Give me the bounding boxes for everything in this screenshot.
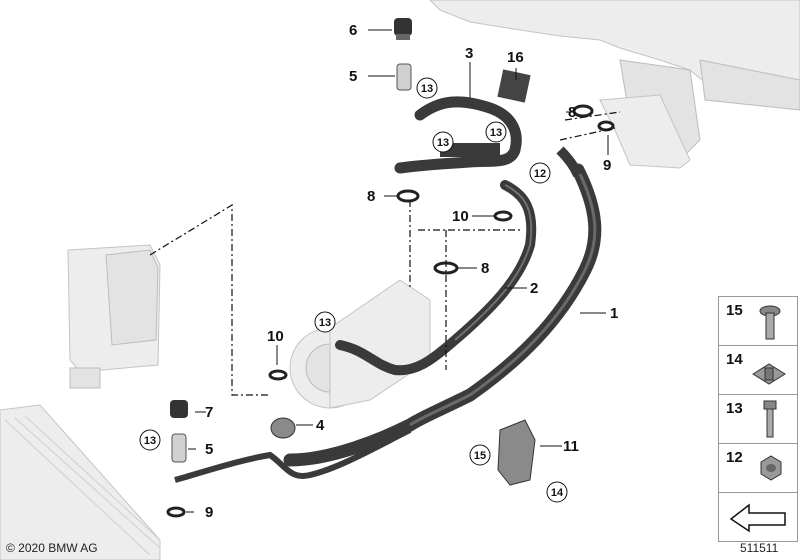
callout-10b: 10	[452, 208, 469, 225]
legend-cell-13: 13	[718, 394, 798, 444]
legend-label: 14	[726, 351, 743, 368]
callout-9a: 9	[603, 157, 611, 174]
hose-2	[335, 180, 537, 376]
ghost-condenser	[0, 404, 161, 560]
bolt-icon	[763, 400, 777, 438]
legend-cell-15: 15	[718, 296, 798, 346]
callout-10a: 10	[267, 328, 284, 345]
svg-text:14: 14	[551, 487, 564, 499]
circle-callout-13e: 13	[139, 429, 161, 451]
o-rings	[166, 104, 615, 518]
svg-text:13: 13	[144, 435, 156, 447]
copyright: © 2020 BMW AG	[6, 541, 98, 555]
callout-4: 4	[316, 417, 325, 434]
legend-label: 15	[726, 302, 743, 319]
callout-7: 7	[205, 404, 213, 421]
ghost-engine-housing	[429, 0, 800, 169]
callout-16: 16	[507, 49, 524, 66]
callout-5b: 5	[205, 441, 213, 458]
svg-text:13: 13	[319, 317, 331, 329]
valve-5-bottom	[171, 433, 187, 463]
callout-5a: 5	[349, 68, 357, 85]
svg-text:13: 13	[490, 127, 502, 139]
circle-callout-13d: 13	[314, 311, 336, 333]
valve-5-top	[396, 63, 412, 91]
callout-8b: 8	[481, 260, 489, 277]
circled-callouts: 13 13 13 13 13 12 15 14	[139, 77, 568, 503]
callout-8a: 8	[367, 188, 375, 205]
callout-9b: 9	[205, 504, 213, 521]
clip-nut-icon	[752, 363, 786, 385]
circle-callout-13b: 13	[432, 131, 454, 153]
circle-callout-13c: 13	[485, 121, 507, 143]
diagram-ref-number: 511511	[740, 541, 779, 555]
legend-cell-14: 14	[718, 345, 798, 395]
callout-1: 1	[610, 305, 618, 322]
circle-callout-15: 15	[469, 444, 491, 466]
assembly-lines	[149, 111, 621, 396]
svg-text:15: 15	[474, 450, 486, 462]
callout-3: 3	[465, 45, 473, 62]
circle-callout-14: 14	[546, 481, 568, 503]
valve-cap-7	[170, 400, 188, 418]
callout-labels: 1 2 3 4 5 5 6 7 8 8 8 9 9 10 10 11 16	[205, 22, 618, 521]
legend-cell-12: 12	[718, 443, 798, 493]
hose-3	[394, 96, 522, 174]
legend-label: 13	[726, 400, 743, 417]
callout-8c: 8	[568, 104, 576, 121]
callout-11: 11	[563, 438, 579, 455]
callout-2: 2	[530, 280, 538, 297]
fastener-legend: 15 14 13 12	[718, 296, 798, 542]
svg-text:13: 13	[437, 137, 449, 149]
ghost-dryer-module	[67, 244, 161, 389]
screw-icon	[759, 305, 781, 340]
label-16-pad	[497, 69, 531, 103]
hex-nut-icon	[760, 455, 782, 481]
callout-6: 6	[349, 22, 357, 39]
hose-1	[283, 146, 602, 467]
leader-lines	[186, 29, 609, 513]
legend-label: 12	[726, 449, 743, 466]
legend-cell-arrow	[718, 492, 798, 542]
arrow-icon	[729, 503, 786, 533]
bracket-11	[497, 419, 536, 486]
circle-callout-12: 12	[529, 162, 551, 184]
hose-4	[174, 417, 412, 483]
valve-cap-6	[394, 18, 412, 40]
svg-text:13: 13	[421, 83, 433, 95]
svg-text:12: 12	[534, 168, 546, 180]
circle-callout-13a: 13	[416, 77, 438, 99]
ghost-compressor	[289, 279, 431, 409]
